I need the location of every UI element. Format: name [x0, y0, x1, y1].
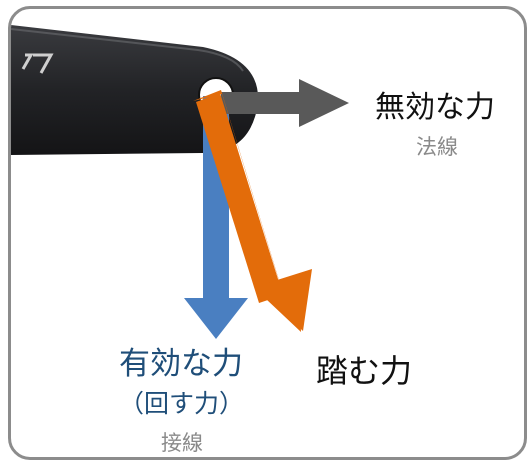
force-diagram — [11, 25, 349, 339]
diagram-frame: 無効な力 法線 有効な力 （回す力） 接線 踏む力 — [8, 6, 527, 460]
ineffective-force-arrow-head — [299, 79, 349, 127]
crank-logo-mark — [21, 53, 54, 74]
effective-force-arrow-head — [184, 298, 248, 339]
pedal-force-arrow-shaft — [196, 93, 283, 303]
pedal-force-label: 踏む力 — [316, 352, 413, 390]
crank-arm-highlight — [11, 28, 244, 72]
effective-force-label: 有効な力 — [119, 346, 243, 382]
crank-arm — [11, 25, 259, 155]
ineffective-force-arrow-shaft — [221, 92, 301, 114]
normal-label: 法線 — [416, 135, 458, 159]
tangent-label: 接線 — [161, 431, 203, 455]
turning-force-label: （回す力） — [119, 389, 245, 418]
ineffective-force-label: 無効な力 — [375, 90, 495, 125]
pedal-force-arrow-head — [255, 269, 312, 331]
